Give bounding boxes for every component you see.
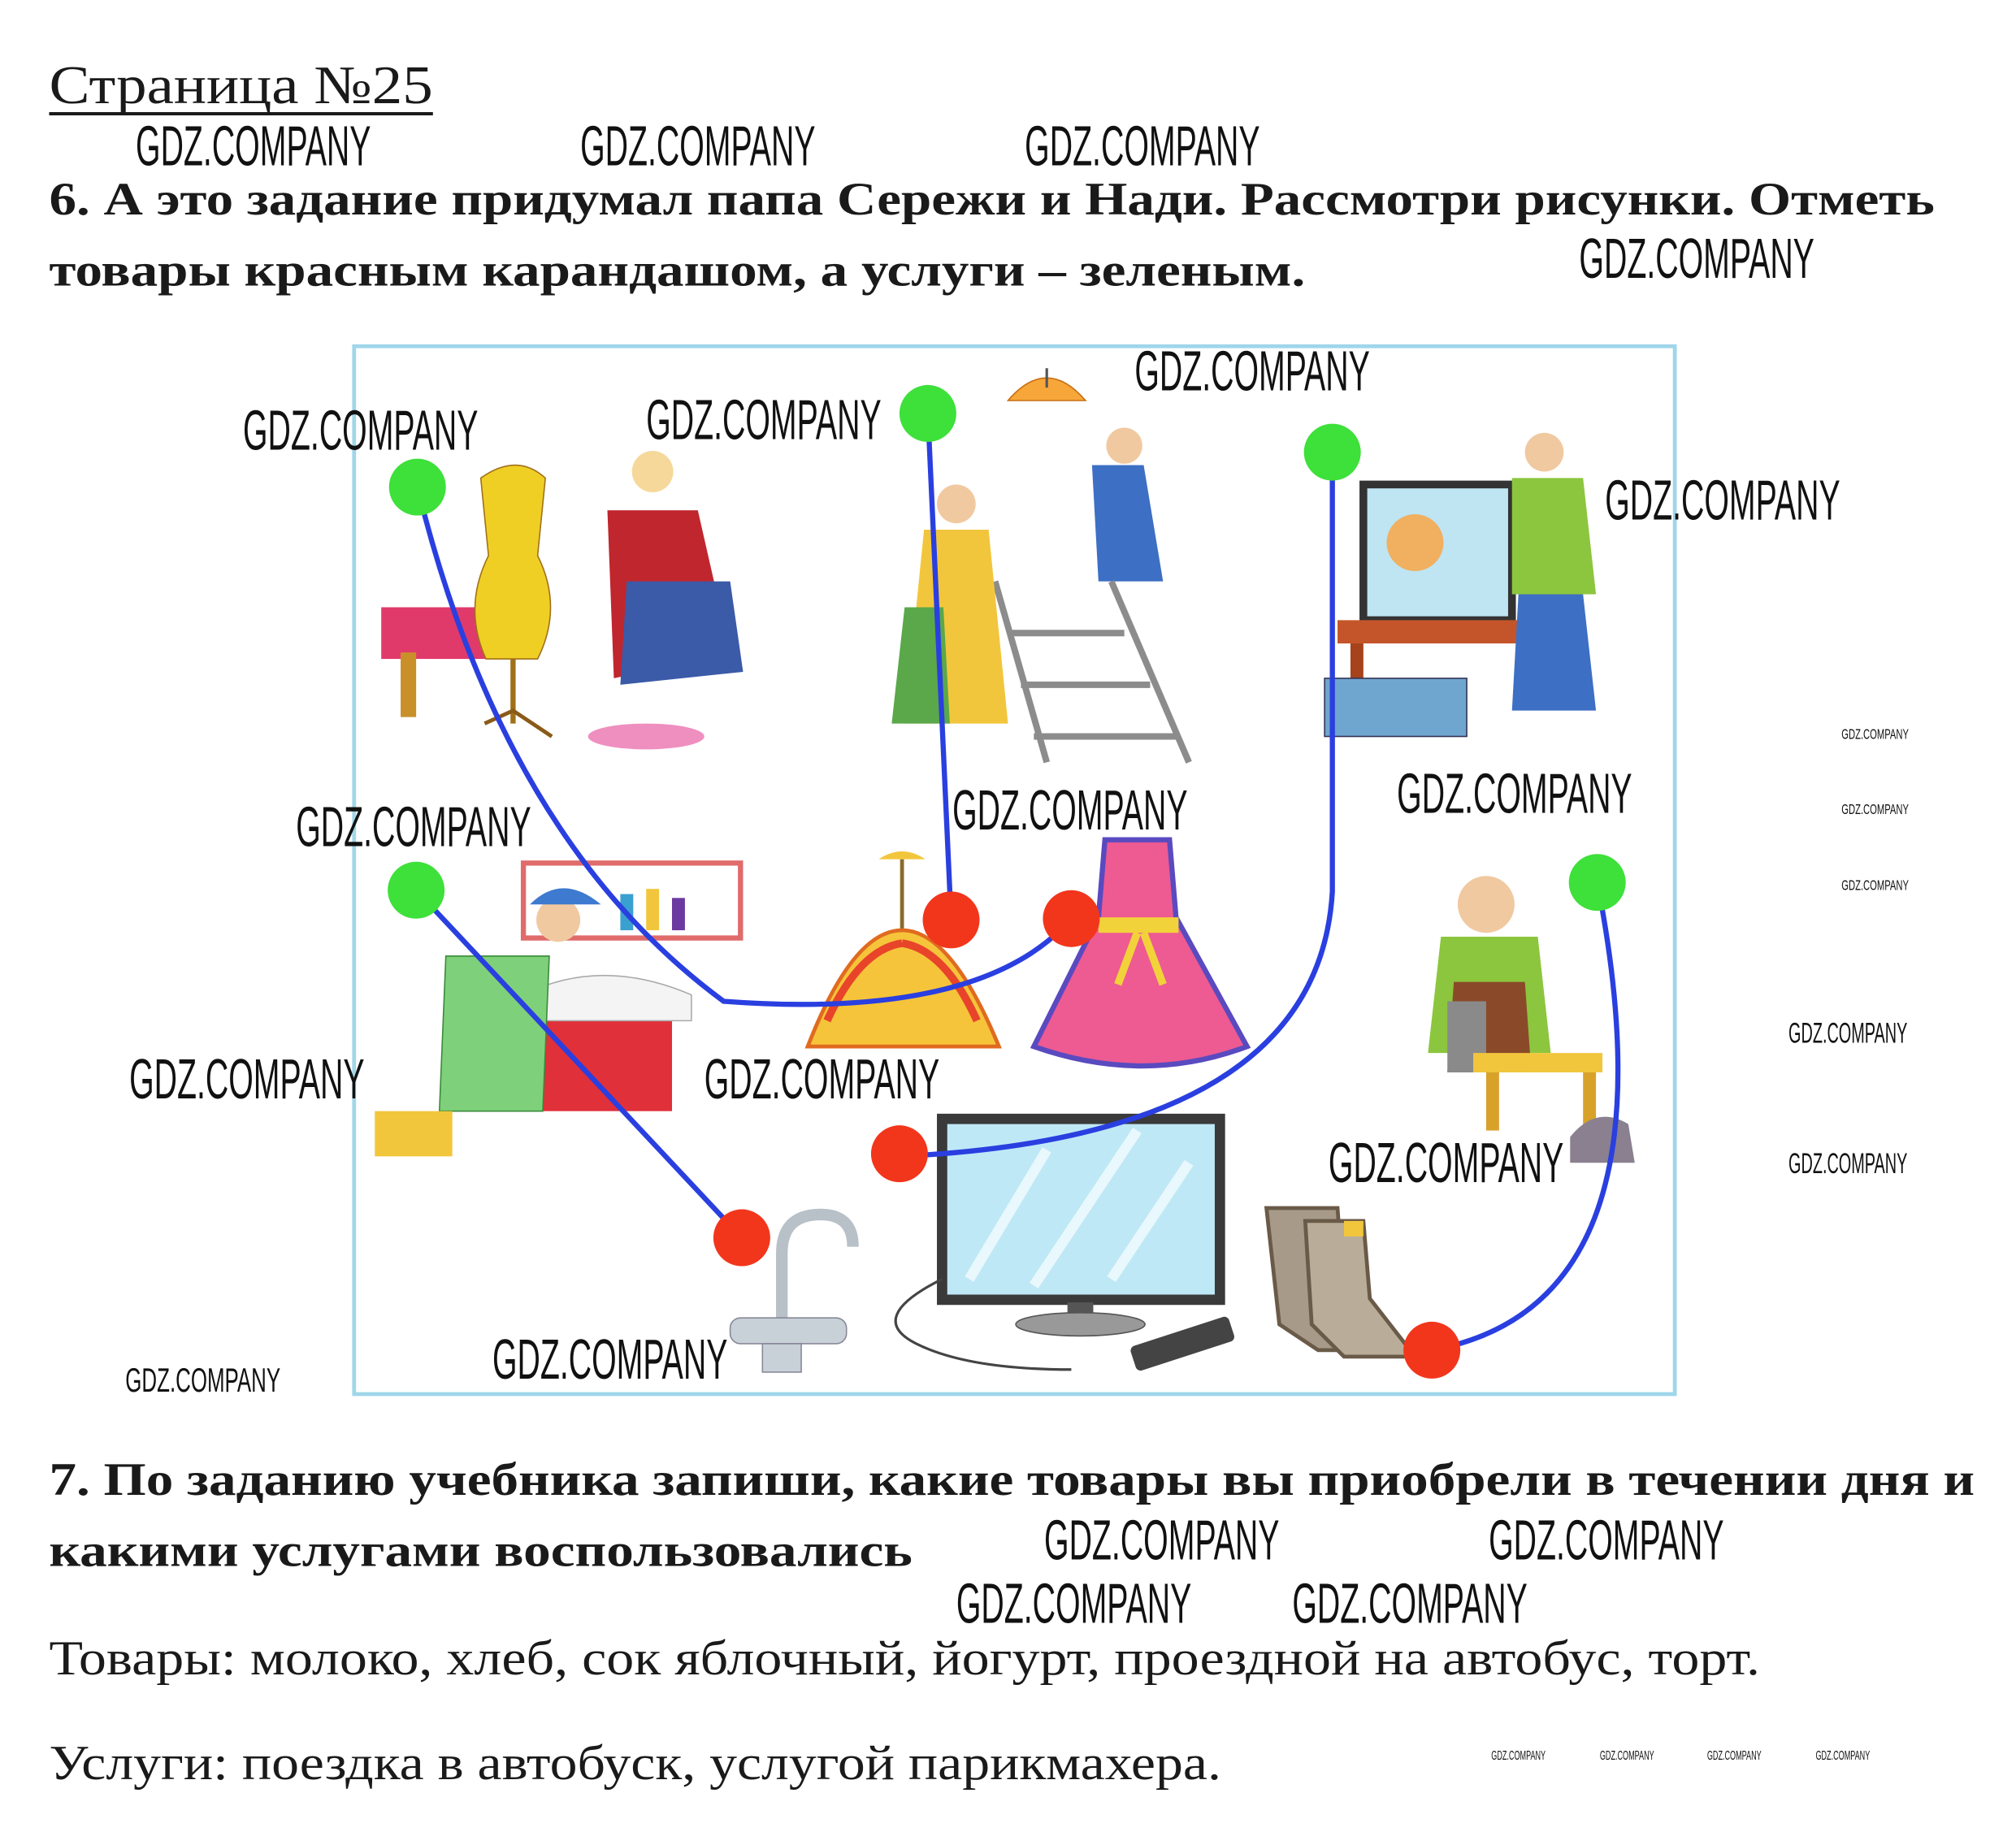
watermark: GDZ.COMPANY [125,1362,280,1399]
task7-text-line1: 7. По заданию учебника запиши, какие тов… [49,1454,1975,1505]
connector-seamstress-dress [414,484,1074,1007]
watermark: GDZ.COMPANY [1841,726,1909,743]
watermark: GDZ.COMPANY [1815,1749,1870,1763]
connector-shoemaker-boots [1429,880,1621,1353]
watermark: GDZ.COMPANY [1579,227,1814,290]
service-marker-seamstress [388,458,446,516]
watermark: GDZ.COMPANY [243,398,478,461]
watermark: GDZ.COMPANY [1292,1571,1527,1635]
tv-repair-illustration [1324,432,1597,738]
task6-text-line1: 6. А это задание придумал папа Сережи и … [49,174,1934,225]
connector-plumber-faucet [413,887,745,1241]
shoemaker-illustration [1428,876,1635,1163]
goods-services-picture [352,344,1677,1397]
service-marker-shoemaker [1568,854,1626,912]
watermark: GDZ.COMPANY [705,1047,939,1111]
service-marker-plumber [388,861,445,919]
dress-illustration [1030,837,1251,1069]
service-marker-tv-repair [1303,423,1361,481]
connector-electrician-lamp [925,410,954,923]
watermark: GDZ.COMPANY [956,1571,1191,1635]
watermark: GDZ.COMPANY [1605,468,1840,531]
watermark: GDZ.COMPANY [952,778,1187,842]
watermark: GDZ.COMPANY [580,115,815,178]
services-answer: Услуги: поездка в автобуск, услугой пари… [49,1736,1220,1791]
plumber-illustration [375,860,744,1157]
watermark: GDZ.COMPANY [129,1047,364,1111]
watermark: GDZ.COMPANY [1397,761,1632,825]
task7-text-line2: какими услугами воспользовались [49,1525,912,1576]
goods-answer: Товары: молоко, хлеб, сок яблочный, йогу… [49,1631,1760,1686]
watermark: GDZ.COMPANY [1841,801,1909,817]
watermark: GDZ.COMPANY [1134,339,1369,402]
watermark: GDZ.COMPANY [1600,1749,1654,1763]
page-title: Страница №25 [49,55,432,115]
task6-text-line2: товары красным карандашом, а услуги – зе… [49,245,1305,296]
watermark: GDZ.COMPANY [1491,1749,1546,1763]
watermark: GDZ.COMPANY [296,795,531,859]
service-marker-electrician [899,384,956,442]
goods-marker-faucet [713,1209,770,1267]
watermark: GDZ.COMPANY [1841,877,1909,894]
watermark: GDZ.COMPANY [1788,1017,1907,1049]
goods-marker-lamp [922,891,980,949]
watermarks: GDZ.COMPANY GDZ.COMPANY GDZ.COMPANY GDZ.… [125,115,1909,1763]
faucet-illustration [729,1208,859,1373]
watermark: GDZ.COMPANY [136,115,371,178]
watermark: GDZ.COMPANY [1025,115,1259,178]
lamp-illustration [804,851,1002,1049]
watermark: GDZ.COMPANY [492,1327,727,1391]
electrician-illustration [891,368,1192,764]
connector-tvrepair-tv [896,449,1335,1159]
watermark: GDZ.COMPANY [1489,1509,1723,1572]
seamstress-illustration [381,451,744,750]
watermark: GDZ.COMPANY [1329,1131,1563,1194]
goods-marker-tv [870,1125,928,1183]
watermark: GDZ.COMPANY [1044,1509,1279,1572]
watermark: GDZ.COMPANY [1707,1749,1762,1763]
goods-marker-dress [1043,890,1100,947]
watermark: GDZ.COMPANY [646,388,881,452]
watermark: GDZ.COMPANY [1788,1148,1907,1180]
goods-marker-boots [1403,1321,1461,1379]
